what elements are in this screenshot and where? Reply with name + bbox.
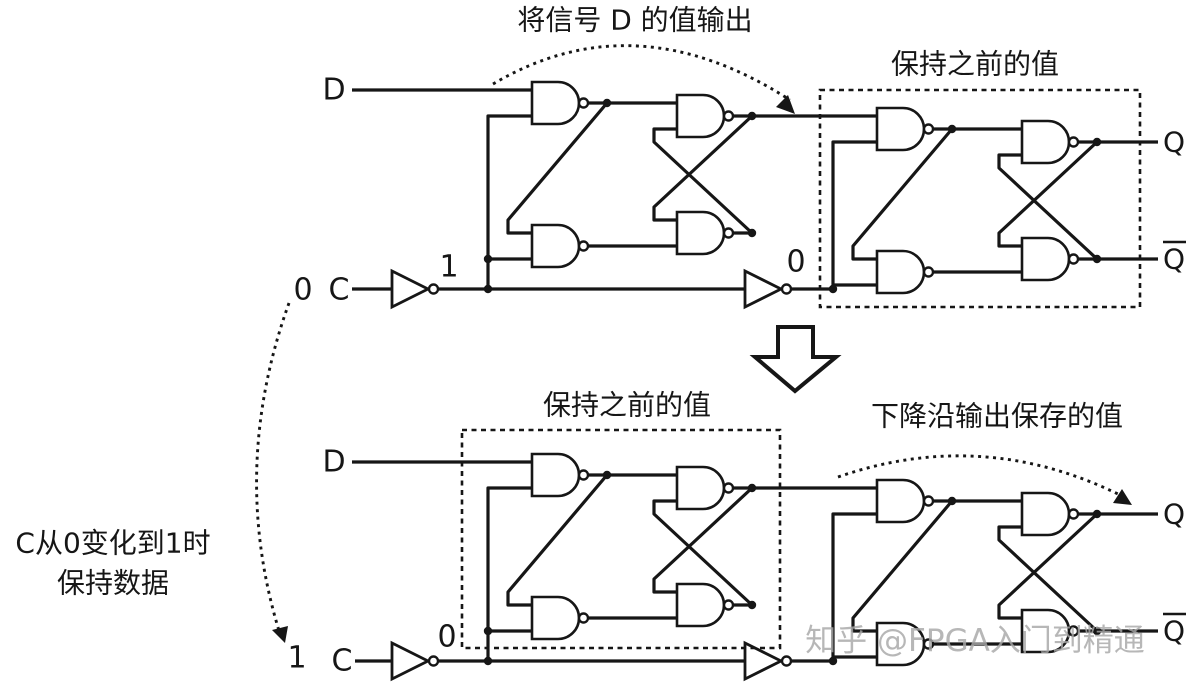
inverter-triangle [743, 268, 785, 310]
arc-output-d-arrowhead [776, 95, 795, 114]
inverter-triangle [390, 640, 432, 682]
bottom-q-output-label: Q [1163, 498, 1185, 531]
top-annotation-output-d: 将信号 D 的值输出 [517, 4, 752, 37]
arc-falling-edge-arrowhead [1113, 489, 1132, 505]
wire [997, 525, 1099, 633]
arc-c-transition [255, 302, 291, 635]
wire [652, 114, 754, 222]
wire [652, 486, 754, 594]
watermark-text: 知乎 @FPGA入门到精通 [805, 623, 1145, 659]
junction-dot [747, 600, 757, 610]
bottom-d-input-label: D [322, 445, 345, 480]
arc-output-d [492, 44, 791, 102]
nand-gate-bubble [722, 599, 735, 611]
circuit-wiring [352, 80, 1158, 682]
inverter-triangle [743, 640, 785, 682]
clock-branch [486, 114, 532, 289]
nand-gate-bubble [1067, 508, 1080, 520]
nand-gate-body [675, 210, 726, 256]
wire [506, 101, 609, 235]
bottom-qbar-output-label: Q [1163, 615, 1185, 648]
nand-gate-body [530, 452, 581, 498]
wire [851, 499, 954, 633]
nand-gate-bubble [722, 110, 735, 122]
inverter-bubble [427, 283, 440, 295]
wire [997, 153, 1099, 261]
wire [997, 140, 1099, 248]
clock-branch [831, 140, 877, 289]
nand-gate-body [530, 80, 581, 126]
wire [652, 499, 754, 607]
nand-gate-bubble [577, 612, 590, 624]
inverter-bubble [780, 283, 793, 295]
nand-gate-bubble [577, 469, 590, 481]
side-note-line2: 保持数据 [57, 567, 169, 600]
nand-gate-bubble [577, 240, 590, 252]
side-note-line1: C从0变化到1时 [15, 527, 210, 560]
down-arrow-icon [749, 325, 842, 394]
nand-gate-body [675, 465, 726, 511]
arc-c-transition-arrowhead [272, 626, 288, 643]
nand-gate-bubble [922, 123, 935, 135]
inverter-bubble [780, 655, 793, 667]
nand-gate-body [530, 595, 581, 641]
top-c-input-label: C [329, 273, 350, 308]
nand-gate-body [1020, 491, 1071, 537]
nand-gate-bubble [577, 97, 590, 109]
wire [652, 127, 754, 235]
nand-gate-bubble [722, 482, 735, 494]
junction-dot [483, 626, 493, 636]
junction-dot [483, 254, 493, 264]
top-q-output-label: Q [1163, 126, 1185, 159]
bottom-c-input-label: C [332, 644, 353, 679]
nand-gate-bubble [922, 266, 935, 278]
nand-gate-body [675, 93, 726, 139]
top-d-input-label: D [322, 73, 345, 108]
top-c-input-value: 0 [293, 273, 312, 308]
nand-gate-bubble [1067, 253, 1080, 265]
junction-dot [747, 228, 757, 238]
junction-dot [947, 124, 957, 134]
inverter-bubble [427, 655, 440, 667]
top-inverter1-output-value: 1 [439, 250, 458, 285]
wire [851, 127, 954, 261]
bottom-annotation-falling-edge: 下降沿输出保存的值 [871, 400, 1123, 433]
wire [506, 473, 609, 607]
nand-gate-body [875, 478, 926, 524]
top-inverter2-output-value: 0 [786, 245, 805, 280]
junction-dot [602, 470, 612, 480]
nand-gate-body [875, 106, 926, 152]
hold-box-bottom [460, 428, 782, 650]
clock-branch [831, 512, 877, 661]
nand-gate-body [530, 223, 581, 269]
nand-gate-body [875, 249, 926, 295]
top-annotation-hold-previous: 保持之前的值 [891, 48, 1059, 81]
hold-box-top [818, 88, 1142, 309]
nand-gate-bubble [922, 638, 935, 650]
nand-gate-bubble [722, 227, 735, 239]
bottom-inverter1-output-value: 0 [437, 620, 456, 655]
junction-dot [947, 496, 957, 506]
nand-gate-bubble [1067, 136, 1080, 148]
inverter-triangle [390, 268, 432, 310]
junction-dot [602, 98, 612, 108]
top-qbar-output-label: Q [1163, 243, 1185, 276]
nand-gate-bubble [1067, 625, 1080, 637]
clock-branch [486, 486, 532, 661]
arc-falling-edge [837, 454, 1127, 500]
nand-gate-body [1020, 236, 1071, 282]
bottom-annotation-hold-previous: 保持之前的值 [543, 389, 711, 422]
wire [997, 512, 1099, 620]
nand-gate-body [1020, 119, 1071, 165]
bottom-c-input-value: 1 [287, 641, 306, 676]
nand-gate-body [675, 582, 726, 628]
nand-gate-bubble [922, 495, 935, 507]
